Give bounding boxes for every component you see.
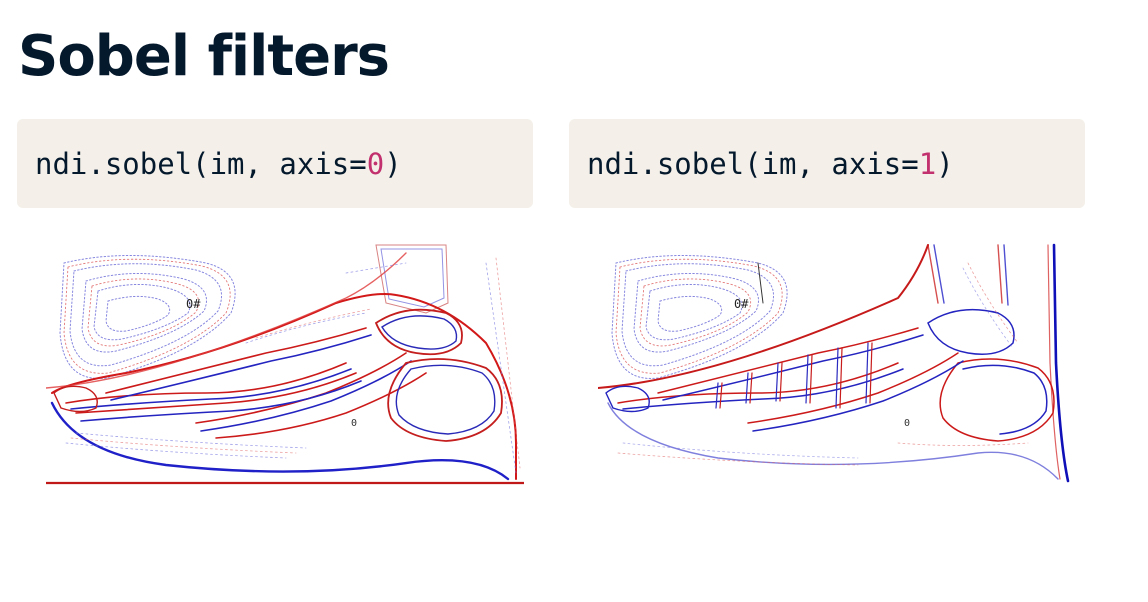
sobel-axis0-image: 0# xyxy=(46,243,524,487)
sobel-axis1-foot-xray-image: 0# xyxy=(598,243,1070,483)
xray-marker-small: 0 xyxy=(904,418,910,429)
xray-marker-label: 0# xyxy=(734,297,749,311)
code-text-suffix: ) xyxy=(936,146,954,181)
sobel-axis1-image: 0# xyxy=(598,243,1076,487)
code-axis-number: 0 xyxy=(366,146,385,181)
code-block-axis-1: ndi.sobel(im, axis=1) xyxy=(569,119,1085,208)
xray-marker-label: 0# xyxy=(186,297,201,311)
code-text-prefix: ndi.sobel(im, axis= xyxy=(587,146,919,181)
code-axis-number: 1 xyxy=(918,146,937,181)
code-text-suffix: ) xyxy=(384,146,402,181)
slide-title: Sobel filters xyxy=(18,24,390,89)
code-block-axis-0: ndi.sobel(im, axis=0) xyxy=(17,119,533,208)
sobel-axis0-foot-xray-image: 0# xyxy=(46,244,524,485)
xray-marker-small: 0 xyxy=(351,418,357,429)
code-text-prefix: ndi.sobel(im, axis= xyxy=(35,146,367,181)
